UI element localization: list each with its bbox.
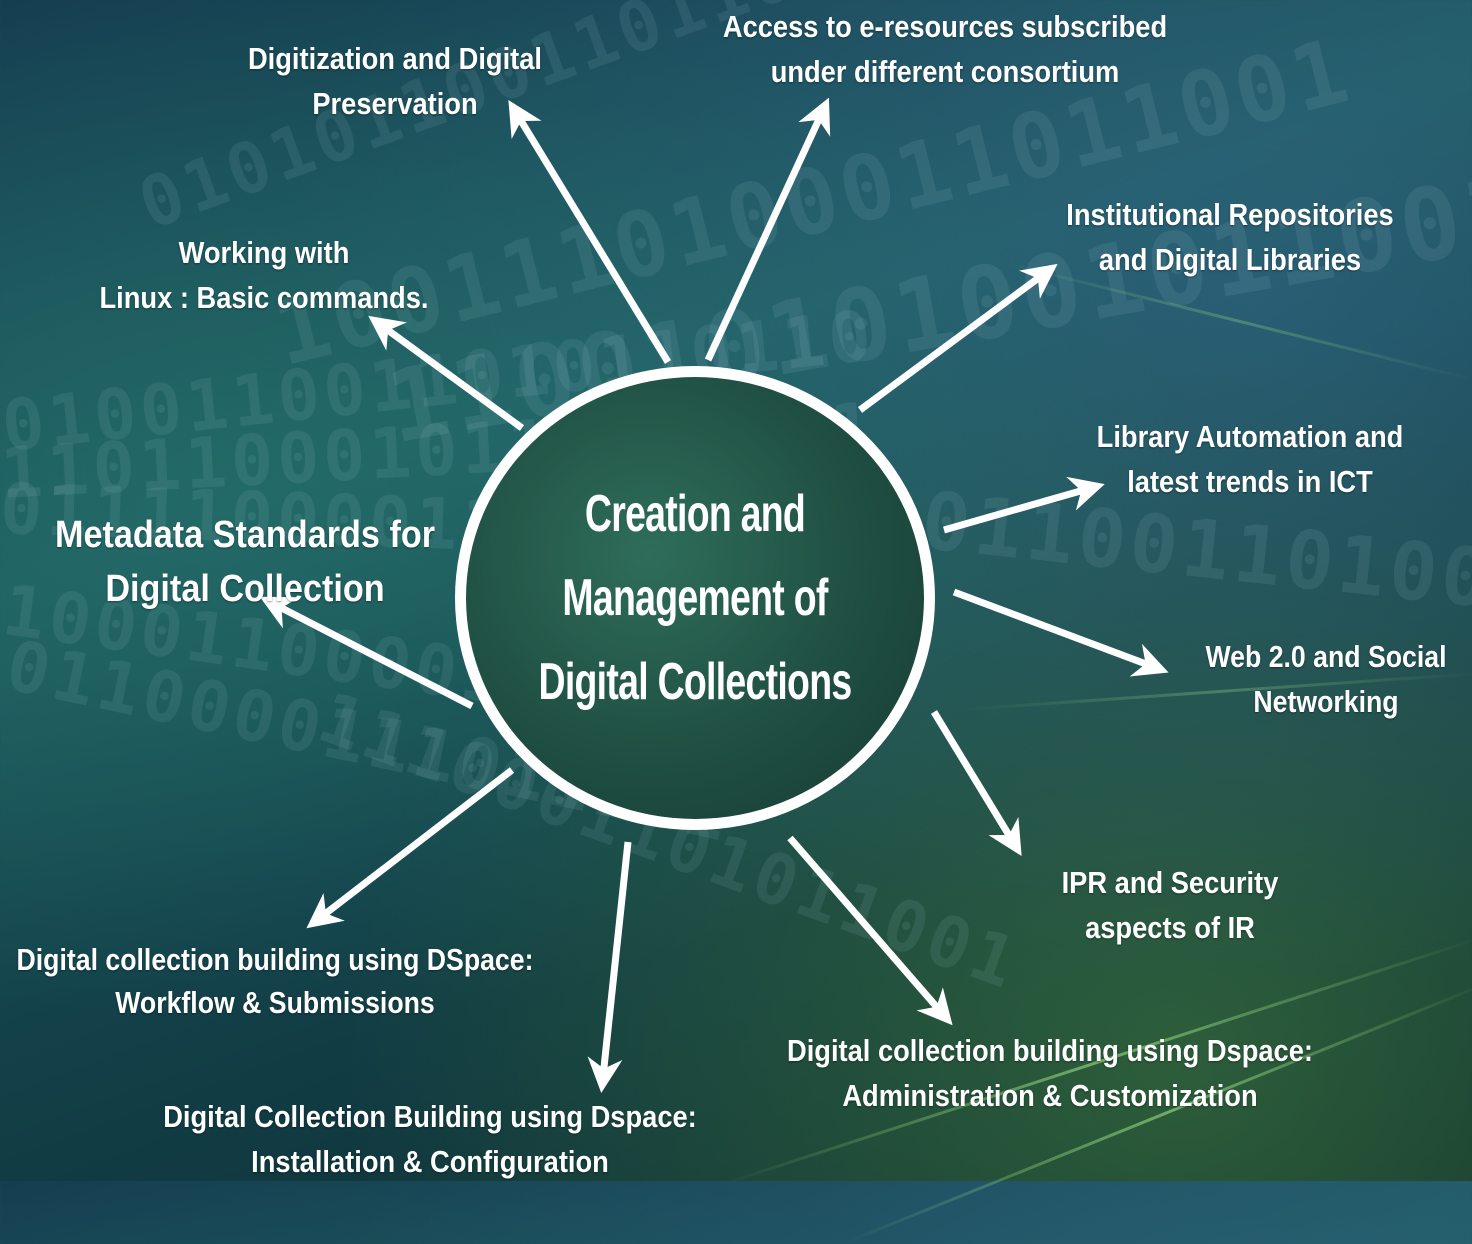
topic-library-automation: Library Automation and latest trends in … [1096,419,1404,499]
connector-arrows [259,97,1169,1093]
arrow-e-resources [704,97,831,362]
arrow-metadata [259,596,474,710]
arrow-digitization [508,100,671,364]
topic-dspace-install: Digital Collection Building using Dspace… [163,1099,697,1179]
central-topic-circle: Creation and Management of Digital Colle… [455,366,935,830]
topic-e-resources: Access to e-resources subscribed under d… [722,9,1168,89]
arrow-dspace-install [587,841,632,1093]
topic-dspace-admin: Digital collection building using Dspace… [787,1033,1313,1113]
topic-linux: Working with Linux : Basic commands. [99,235,429,315]
topic-web20: Web 2.0 and Social Networking [1205,639,1447,719]
arrow-institutional-repositories [857,263,1058,413]
central-topic-title: Creation and Management of Digital Colle… [538,485,853,711]
arrow-web20 [952,588,1169,677]
arrow-dspace-admin [787,835,953,1026]
arrow-linux [368,315,525,431]
topic-digitization: Digitization and Digital Preservation [247,41,543,121]
topic-metadata: Metadata Standards for Digital Collectio… [54,514,436,610]
arrow-library-automation [943,476,1105,534]
topic-ipr: IPR and Security aspects of IR [1061,865,1279,945]
arrow-dspace-workflow [306,767,515,929]
topic-dspace-workflow: Digital collection building using DSpace… [16,942,534,1020]
arrow-ipr [931,710,1022,856]
topic-institutional-repositories: Institutional Repositories and Digital L… [1066,197,1394,277]
